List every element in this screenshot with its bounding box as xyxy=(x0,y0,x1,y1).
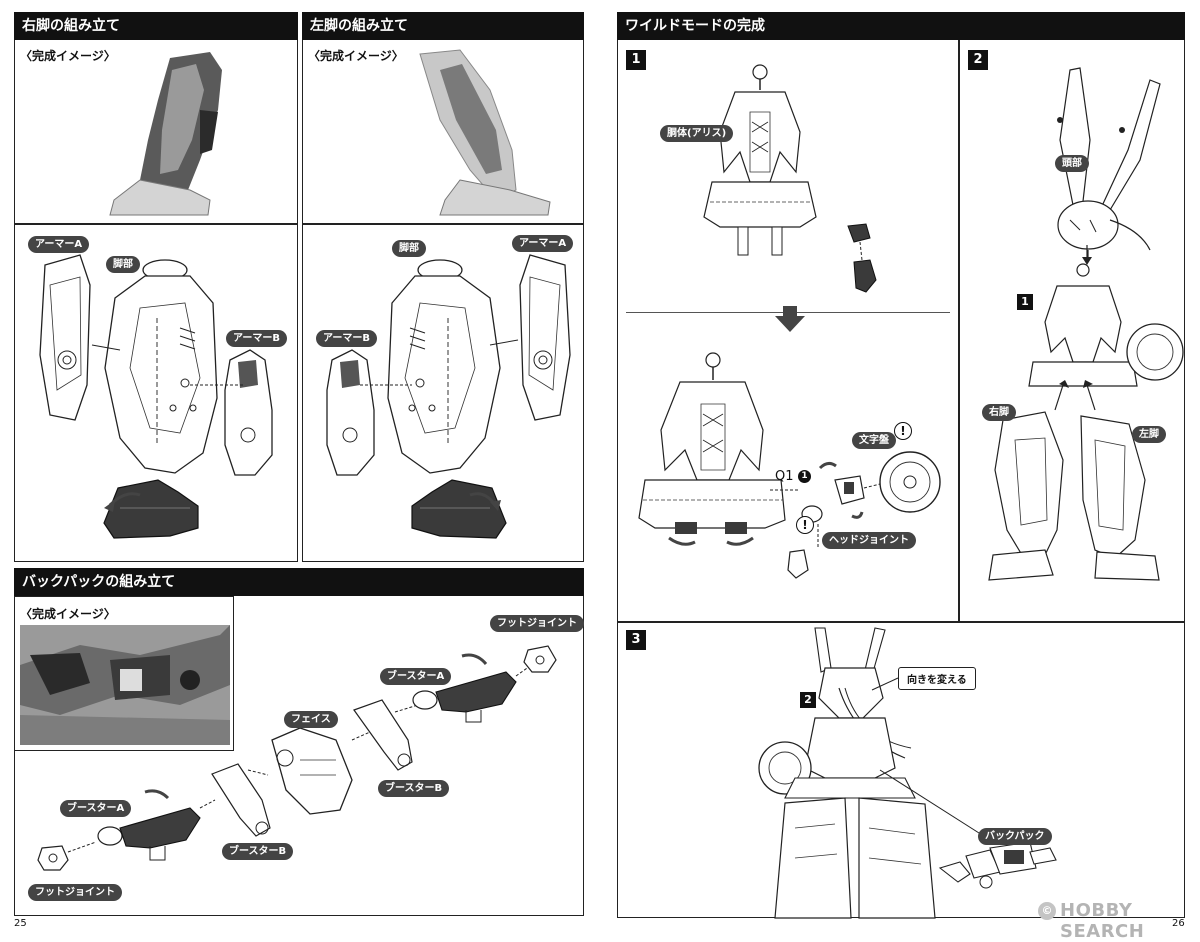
step1-neck-parts xyxy=(847,223,877,293)
left-page-number: 25 xyxy=(14,918,27,929)
step-vertical-divider xyxy=(958,40,960,622)
step1-caution-dial: ! xyxy=(894,422,912,440)
left-leg-armor-a-part xyxy=(519,254,571,421)
right-leg-completed-image xyxy=(109,52,222,216)
backpack-booster-b-top-label: ブースターB xyxy=(378,780,450,797)
left-leg-header: 左脚の組み立て xyxy=(302,12,584,40)
right-leg-armor-a-label: アーマーA xyxy=(28,236,90,253)
backpack-face-label: フェイス xyxy=(284,711,338,728)
step1-q-number: 1 xyxy=(798,470,811,483)
right-page-number: 26 xyxy=(1172,918,1185,929)
right-leg-arrows xyxy=(91,344,245,512)
backpack-booster-b-bottom-label: ブースターB xyxy=(222,843,294,860)
step3-number: 3 xyxy=(626,630,646,650)
step2-number: 2 xyxy=(968,50,988,70)
step1-head-joint-label: ヘッドジョイント xyxy=(822,532,916,549)
step3-backpack-label: バックパック xyxy=(978,828,1052,845)
step1-caution-joint: ! xyxy=(796,516,814,534)
backpack-completed-label: 〈完成イメージ〉 xyxy=(20,607,116,621)
backpack-header: バックパックの組み立て xyxy=(14,568,584,596)
left-leg-armor-a-label: アーマーA xyxy=(512,235,574,252)
right-leg-armor-b-part xyxy=(224,349,273,476)
step1-number: 1 xyxy=(626,50,646,70)
backpack-foot-joint-top-label: フットジョイント xyxy=(490,615,584,632)
step2-down-arrow xyxy=(1082,245,1092,265)
step2-ref-number: 1 xyxy=(1017,294,1033,310)
right-leg-armor-b-label: アーマーB xyxy=(226,330,288,347)
step3-turn-label: 向きを変える xyxy=(898,667,976,690)
backpack-completed-box xyxy=(14,596,234,751)
step3-backpack-part xyxy=(938,841,1057,889)
left-leg-completed-image xyxy=(419,49,551,216)
step2-body-figure xyxy=(1028,263,1184,387)
backpack-completed-image xyxy=(20,625,230,745)
step3-ref-number: 2 xyxy=(800,692,816,708)
backpack-foot-joint-bottom-label: フットジョイント xyxy=(28,884,122,901)
step1-torso-figure xyxy=(703,64,817,256)
right-leg-leg-label: 脚部 xyxy=(106,256,140,273)
backpack-booster-a-top-label: ブースターA xyxy=(380,668,452,685)
left-leg-armor-b-part xyxy=(326,349,375,476)
step2-right-leg-label: 右脚 xyxy=(982,404,1016,421)
step1-assembled-figure xyxy=(638,352,786,546)
backpack-booster-a-bottom-label: ブースターA xyxy=(60,800,132,817)
step1-torso-label: 胴体(アリス) xyxy=(660,125,734,142)
step2-left-leg-label: 左脚 xyxy=(1132,426,1166,443)
wild-mode-header: ワイルドモードの完成 xyxy=(617,12,1185,40)
right-leg-divider xyxy=(14,223,298,225)
left-leg-divider xyxy=(302,223,584,225)
watermark-logo-icon: © xyxy=(1038,902,1056,920)
step3-top-divider xyxy=(617,621,1185,623)
step2-head-label: 頭部 xyxy=(1055,155,1089,172)
left-leg-main-part xyxy=(387,259,501,474)
step1-q-label: Q1 xyxy=(775,469,794,484)
step2-legs-figure xyxy=(988,380,1160,581)
right-leg-armor-a-part xyxy=(39,254,91,421)
left-leg-arrows xyxy=(360,339,519,511)
right-leg-header: 右脚の組み立て xyxy=(14,12,298,40)
backpack-exploded-parts xyxy=(37,645,557,871)
step3-figure xyxy=(758,627,936,919)
left-leg-completed-label: 〈完成イメージ〉 xyxy=(308,49,404,63)
step2-head-figure xyxy=(1057,67,1161,260)
step1-dial-label: 文字盤 xyxy=(852,432,896,449)
right-leg-completed-label: 〈完成イメージ〉 xyxy=(20,49,116,63)
left-leg-leg-label: 脚部 xyxy=(392,240,426,257)
watermark-text: HOBBY SEARCH xyxy=(1060,900,1145,942)
left-leg-armor-b-label: アーマーB xyxy=(316,330,378,347)
right-leg-main-part xyxy=(104,259,218,474)
step1-down-arrow xyxy=(775,306,805,332)
